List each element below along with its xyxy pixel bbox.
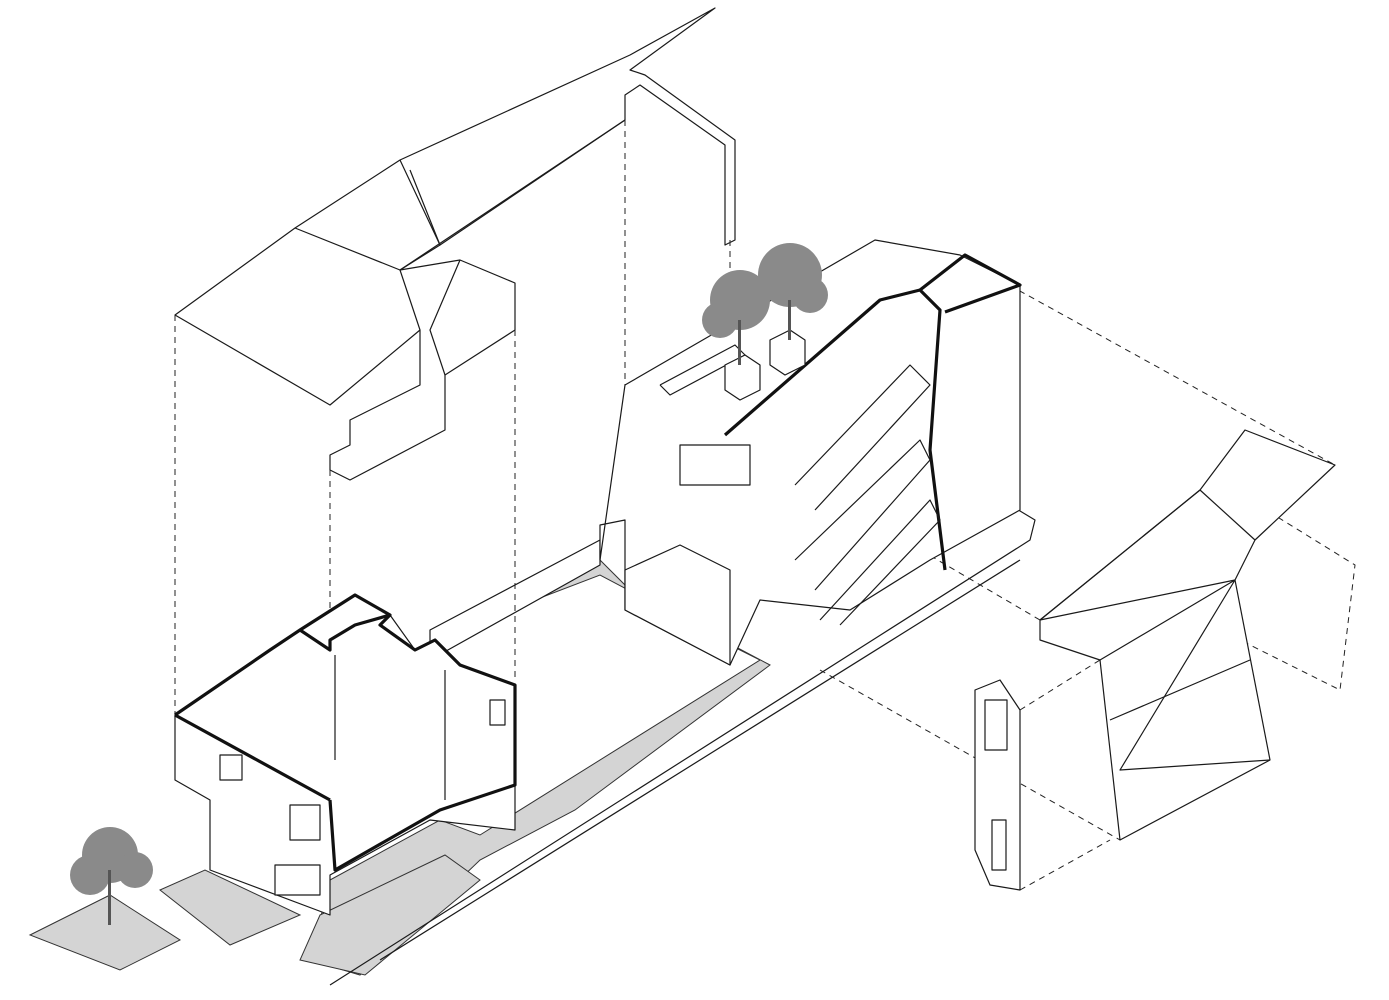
rear-house-garage bbox=[624, 544, 731, 666]
interior-wall bbox=[299, 613, 391, 652]
lawn-right bbox=[159, 869, 302, 946]
roof-tree bbox=[702, 270, 770, 365]
window bbox=[219, 754, 243, 781]
projection-line bbox=[1019, 659, 1101, 711]
gravel-front-path bbox=[299, 854, 481, 976]
window bbox=[679, 444, 751, 486]
roof-fold-3 bbox=[399, 169, 441, 271]
site-boundary bbox=[329, 504, 1036, 986]
facade-fold bbox=[1099, 579, 1271, 771]
window bbox=[489, 699, 506, 726]
exploded-facade bbox=[1039, 429, 1336, 841]
stair-2 bbox=[794, 439, 931, 591]
rear-house-roof-edge bbox=[723, 288, 947, 571]
site-boundary-inner bbox=[379, 559, 1021, 961]
facade-fold bbox=[1039, 579, 1236, 621]
roof-fold-4 bbox=[429, 259, 461, 376]
projection-line bbox=[1019, 839, 1111, 891]
rear-house-parapet bbox=[919, 253, 1022, 314]
window bbox=[991, 819, 1007, 871]
front-house-section-cut bbox=[174, 593, 517, 872]
window bbox=[274, 864, 321, 896]
street-tree bbox=[70, 827, 153, 925]
stair-3 bbox=[819, 499, 941, 626]
front-house-top-edge bbox=[174, 713, 331, 802]
projection-line bbox=[819, 669, 1121, 841]
lawn-left bbox=[28, 894, 182, 971]
roof-tree bbox=[758, 243, 828, 340]
planter-cube bbox=[769, 329, 806, 376]
window bbox=[984, 699, 1008, 751]
facade-fold bbox=[1199, 489, 1256, 541]
stair-1 bbox=[794, 364, 931, 511]
window bbox=[289, 804, 321, 841]
projection-line bbox=[999, 279, 1336, 466]
facade-fold bbox=[1109, 659, 1251, 721]
facade-fold bbox=[1039, 489, 1201, 621]
planter-cube bbox=[724, 354, 761, 401]
